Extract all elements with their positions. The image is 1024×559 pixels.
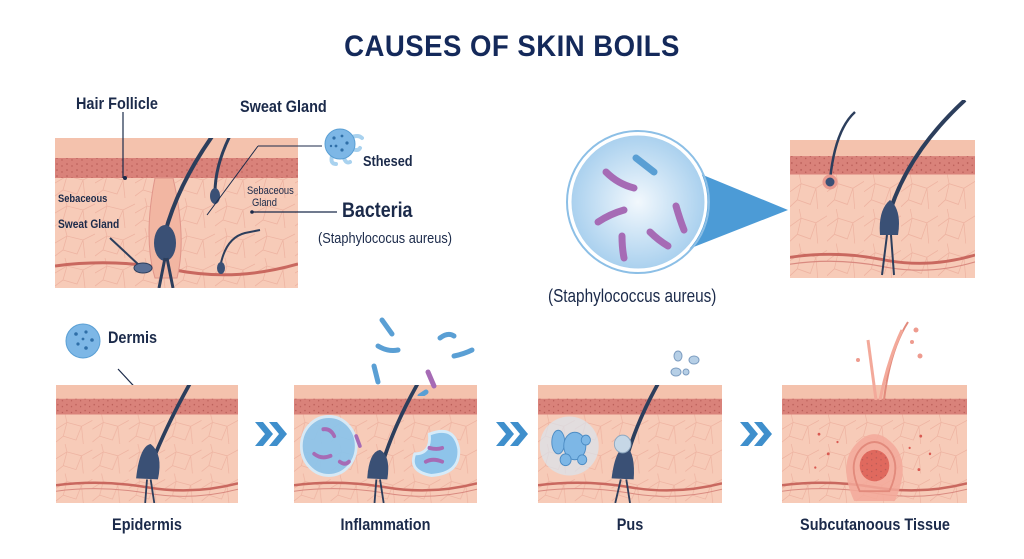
label-sebaceous-gland-1: Sebaceous [247, 185, 294, 197]
label-sebaceous-gland-2: Gland [252, 197, 277, 209]
skin-cross-section-anatomy [55, 138, 298, 288]
stage-label-pus: Pus [616, 515, 644, 534]
stage-label-inflammation: Inflammation [340, 515, 431, 534]
stage-subcutaneous-illustration [782, 385, 967, 503]
chevron-right-icon [494, 420, 530, 448]
label-magnifier-caption: (Staphylococcus aureus) [548, 286, 717, 306]
floating-bacteria [370, 316, 480, 396]
chevron-right-icon [738, 420, 774, 448]
stage-label-epidermis: Epidermis [112, 515, 182, 534]
label-dermis: Dermis [108, 328, 157, 347]
cell-icon [322, 126, 364, 166]
stage-pus-illustration [538, 385, 722, 503]
label-hair-follicle: Hair Follicle [76, 94, 158, 113]
label-sebaceous: Sebaceous [58, 193, 108, 205]
label-sweat-gland-top: Sweat Gland [240, 97, 327, 116]
chevron-right-icon [253, 420, 289, 448]
skin-cross-section-right [790, 100, 975, 278]
label-schesed: Sthesed [363, 153, 413, 170]
label-bacteria: Bacteria [342, 199, 413, 222]
stage-label-subcutaneous-tissue: Subcutanoous Tissue [800, 515, 950, 534]
pus-droplets [670, 350, 706, 384]
diagram-title: CAUSES OF SKIN BOILS [344, 30, 680, 63]
magnified-bacteria [566, 128, 796, 274]
stage-epidermis-illustration [56, 385, 238, 503]
label-sweat-gland-left: Sweat Gland [58, 217, 120, 231]
stage-inflammation-illustration [294, 385, 477, 503]
erupting-follicle [850, 320, 930, 400]
dermis-cell-icon [64, 322, 102, 360]
label-bacteria-species: (Staphylococus aureus) [318, 230, 452, 247]
